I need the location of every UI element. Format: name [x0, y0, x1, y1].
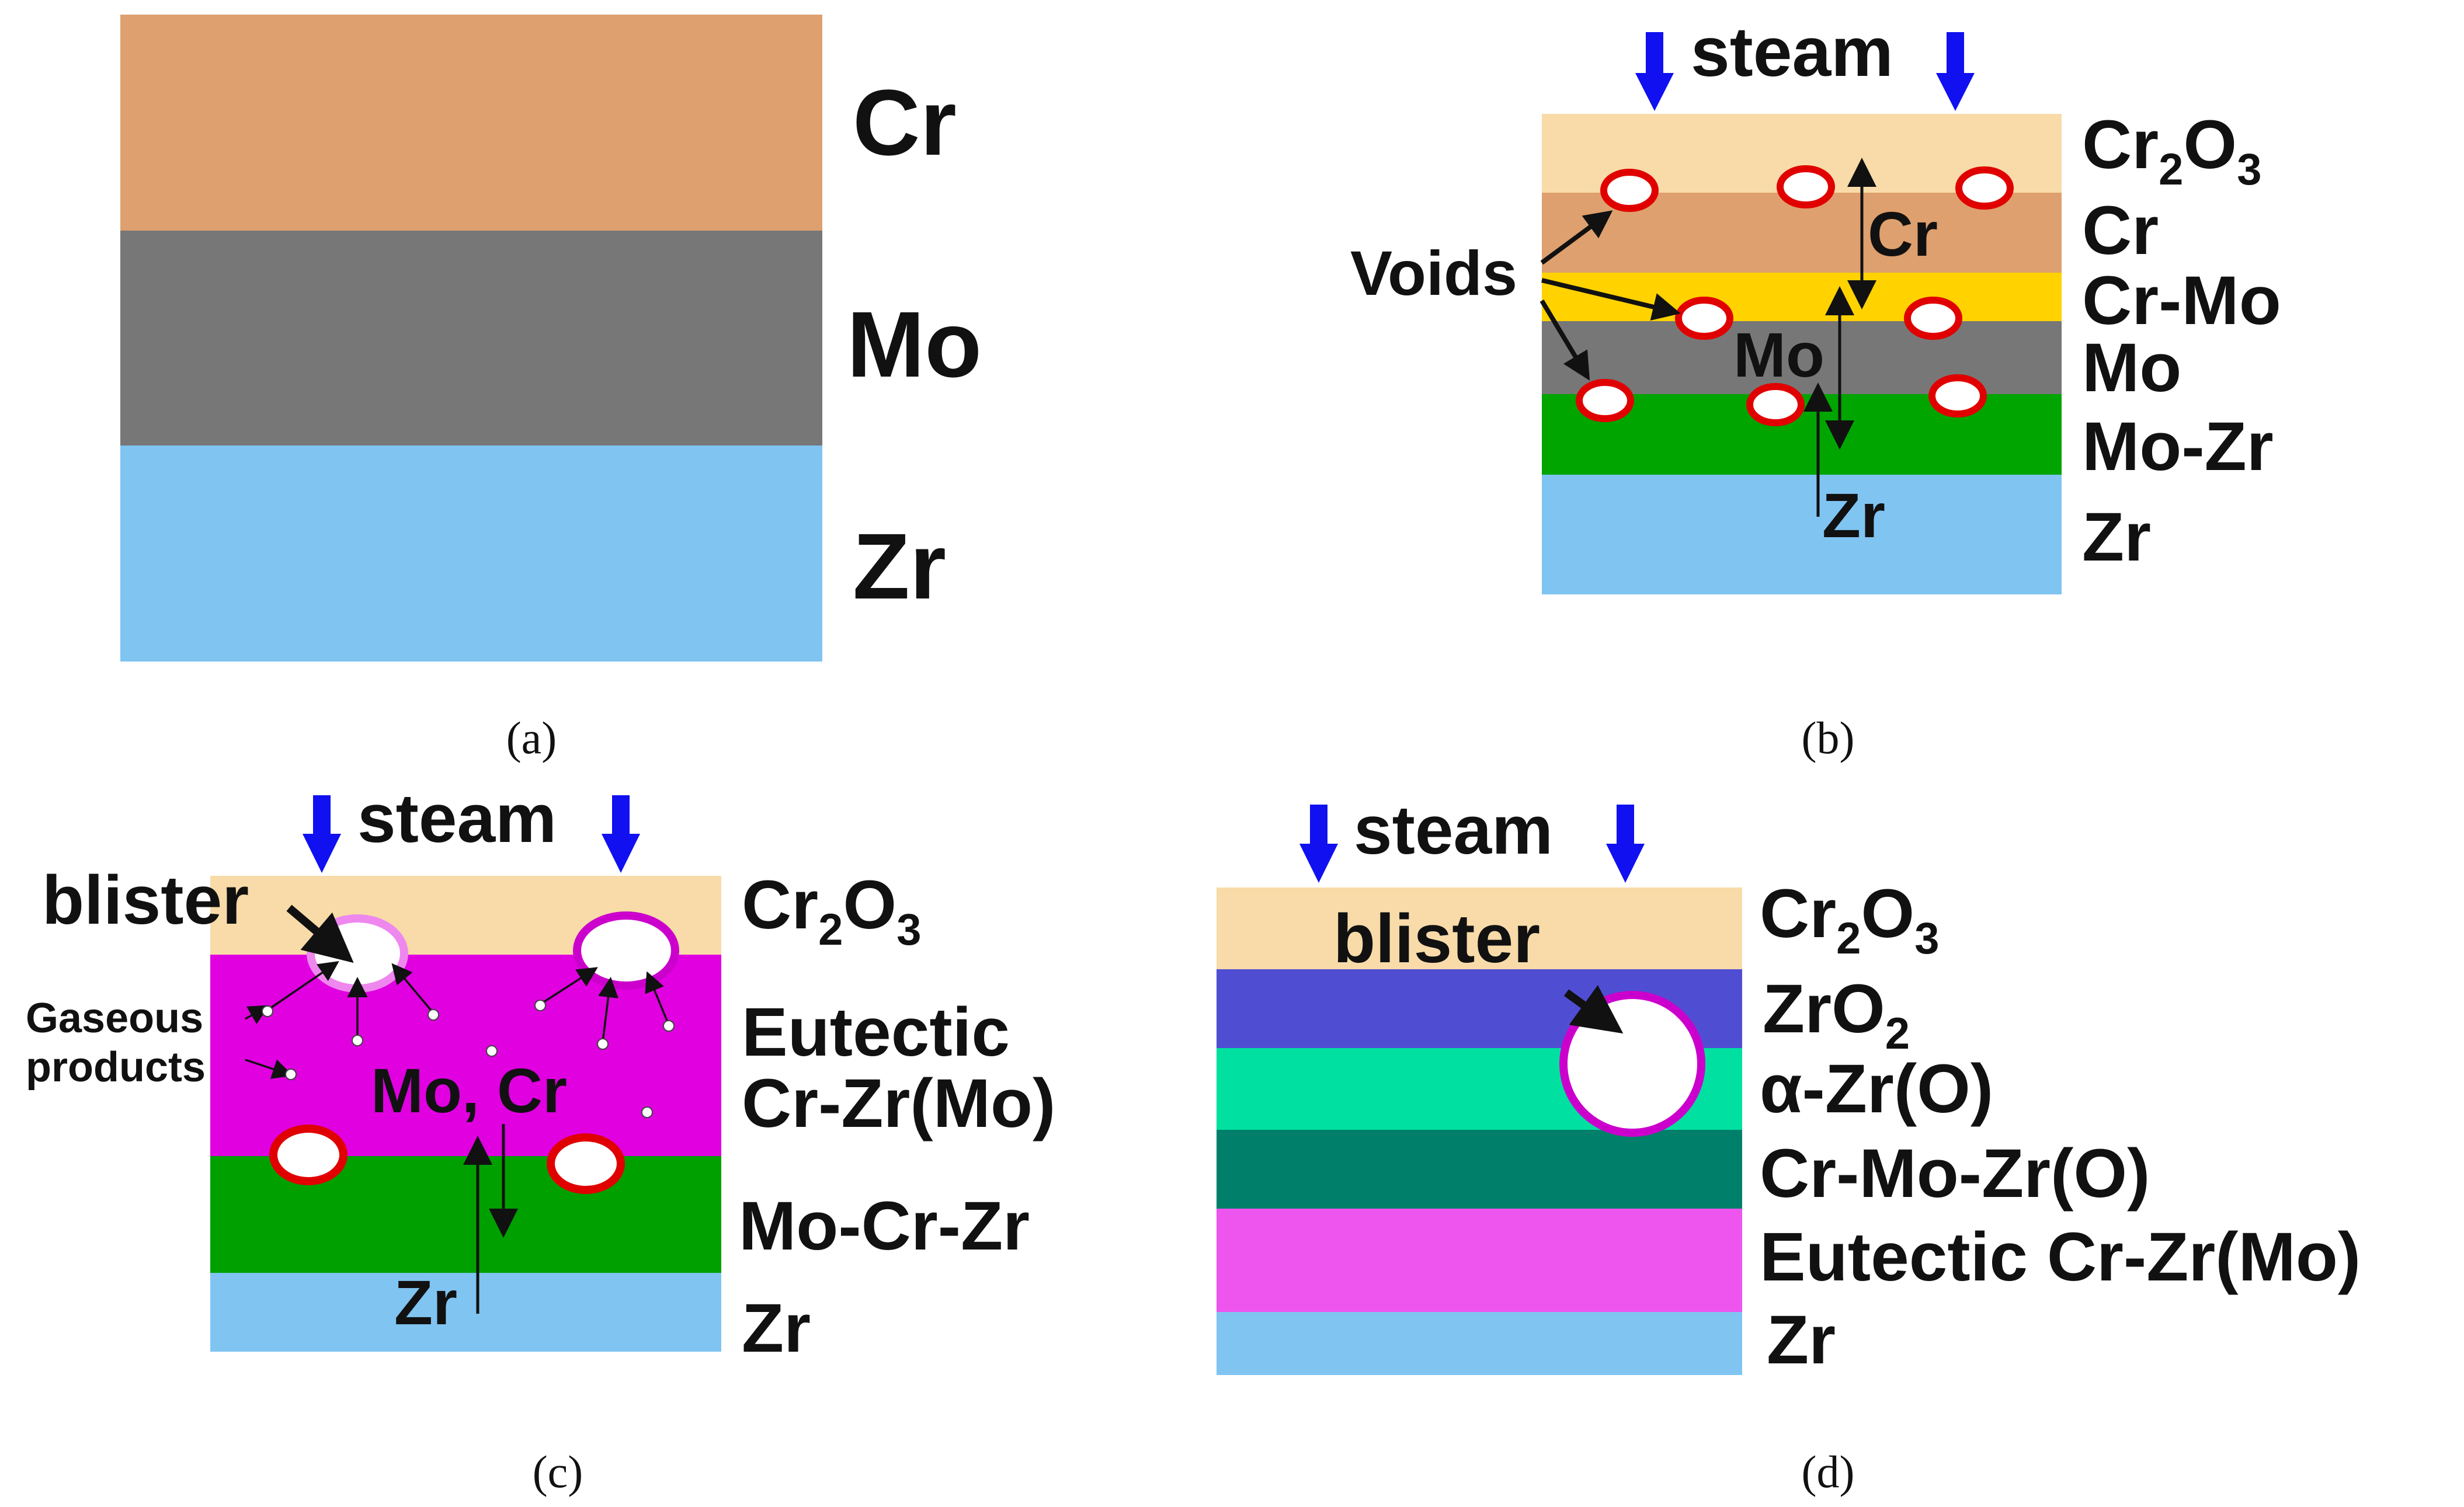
panel-d: steam blister Cr2O3 ZrO2 α-Zr(O) Cr-Mo-Z… — [1217, 792, 2361, 1497]
panel-c-gaseous-line2: products — [26, 1044, 206, 1091]
panel-b-steam-arrow-right — [1936, 32, 1975, 111]
panel-d-layer-eutectic — [1217, 1209, 1742, 1312]
panel-c-zr-inner: Zr — [394, 1267, 457, 1338]
gas-dot — [597, 1038, 609, 1050]
panel-c: steam blister Gaseous — [26, 780, 1055, 1497]
panel-c-diffusion-arrows — [463, 1124, 518, 1314]
void — [1904, 297, 1962, 340]
panel-b-label-mozr: Mo-Zr — [2082, 408, 2274, 485]
panel-c-label-eutectic: Eutectic — [742, 994, 1010, 1071]
panel-b-label-cr2o3: Cr2O3 — [2082, 106, 2262, 194]
void — [1955, 166, 2014, 210]
panel-d-label-zr: Zr — [1767, 1301, 1836, 1379]
panel-a-label-mo: Mo — [847, 292, 982, 396]
panel-b-layer-zr — [1542, 475, 2062, 594]
panel-c-steam-arrow-left — [303, 795, 341, 873]
panel-d-label-eutectic: Eutectic Cr-Zr(Mo) — [1760, 1219, 2361, 1296]
panel-c-label-zr: Zr — [742, 1290, 811, 1367]
panel-b-diffusion-arrows — [1803, 158, 1876, 517]
panel-b-inner-mo: Mo — [1733, 319, 1824, 390]
panel-c-gas-arrows — [245, 961, 670, 1079]
panel-d-caption: (d) — [1802, 1446, 1855, 1497]
void — [547, 1133, 625, 1194]
panel-a: Cr Mo Zr (a) — [120, 15, 982, 763]
panel-d-blister-arrow — [1563, 984, 1624, 1034]
void — [1777, 165, 1835, 208]
panel-b-inner-cr: Cr — [1868, 199, 1938, 269]
panel-d-label-alphazr: α-Zr(O) — [1760, 1050, 1993, 1127]
panel-a-label-zr: Zr — [853, 514, 946, 618]
panel-b-caption: (b) — [1802, 712, 1855, 763]
gas-dot — [641, 1106, 653, 1118]
panel-a-layer-zr — [120, 446, 822, 662]
panel-d-steam-label: steam — [1354, 792, 1553, 869]
panel-d-label-crmozro: Cr-Mo-Zr(O) — [1760, 1135, 2150, 1212]
panel-d-label-cr2o3: Cr2O3 — [1760, 875, 1940, 963]
panel-c-blister-arrow — [286, 904, 354, 963]
panel-b-steam-label: steam — [1691, 13, 1893, 91]
panel-b-voids — [1576, 165, 2014, 426]
panel-b-inner-zr: Zr — [1822, 480, 1885, 551]
void — [1928, 374, 1987, 417]
void — [1600, 169, 1659, 212]
panel-b-steam-arrow-left — [1635, 32, 1674, 111]
gas-dot — [262, 1005, 273, 1017]
panel-d-label-zro2: ZrO2 — [1763, 970, 1910, 1059]
panel-c-label-crzrmo: Cr-Zr(Mo) — [742, 1065, 1055, 1142]
panel-c-label-mocrzr: Mo-Cr-Zr — [739, 1188, 1030, 1265]
panel-c-steam-label: steam — [357, 780, 557, 857]
panel-c-caption: (c) — [533, 1446, 583, 1497]
panel-c-blister-left — [307, 914, 408, 993]
panel-b-label-crmo: Cr-Mo — [2082, 262, 2281, 339]
gas-dot — [534, 1000, 546, 1011]
panel-b-label-cr: Cr — [2082, 192, 2159, 269]
gas-dot — [428, 1009, 439, 1021]
panel-c-blister-right — [573, 911, 679, 990]
panel-c-mocr-label: Mo, Cr — [371, 1055, 567, 1126]
panel-b-label-mo: Mo — [2082, 329, 2181, 406]
panel-c-steam-arrow-right — [602, 795, 640, 873]
panel-c-gaseous-line1: Gaseous — [26, 995, 203, 1042]
gas-dot — [486, 1045, 498, 1057]
panel-a-label-cr: Cr — [853, 70, 957, 175]
panel-b: steam Voids Cr Mo Zr — [1350, 13, 2281, 763]
panel-a-layer-cr — [120, 15, 822, 231]
panel-c-voids — [269, 1125, 625, 1194]
panel-d-layer-cr2o3 — [1217, 888, 1742, 969]
void — [1746, 383, 1805, 426]
gas-dot — [352, 1035, 363, 1046]
gas-dot — [663, 1020, 675, 1032]
panel-c-layer-zr — [210, 1273, 721, 1352]
panel-d-blister — [1559, 991, 1705, 1137]
panel-b-label-zr: Zr — [2082, 499, 2151, 576]
void — [1675, 297, 1733, 340]
panel-b-voids-label: Voids — [1350, 238, 1517, 308]
panel-a-caption: (a) — [506, 712, 557, 763]
panel-d-layer-zr — [1217, 1312, 1742, 1375]
gas-dot — [285, 1069, 297, 1080]
panel-b-voids-arrows — [1539, 210, 1681, 381]
panel-c-gas-dots — [262, 1000, 675, 1118]
panel-c-label-cr2o3: Cr2O3 — [742, 866, 922, 955]
void — [269, 1125, 347, 1185]
panel-d-steam-arrow-right — [1606, 805, 1645, 883]
panel-d-blister-label: blister — [1333, 900, 1540, 977]
panel-d-steam-arrow-left — [1299, 805, 1338, 883]
panel-a-layer-mo — [120, 231, 822, 446]
void — [1576, 379, 1634, 422]
panel-d-layer-crmozro — [1217, 1130, 1742, 1209]
panel-c-blister-label: blister — [42, 862, 249, 939]
panel-b-layer-crmo — [1542, 273, 2062, 321]
